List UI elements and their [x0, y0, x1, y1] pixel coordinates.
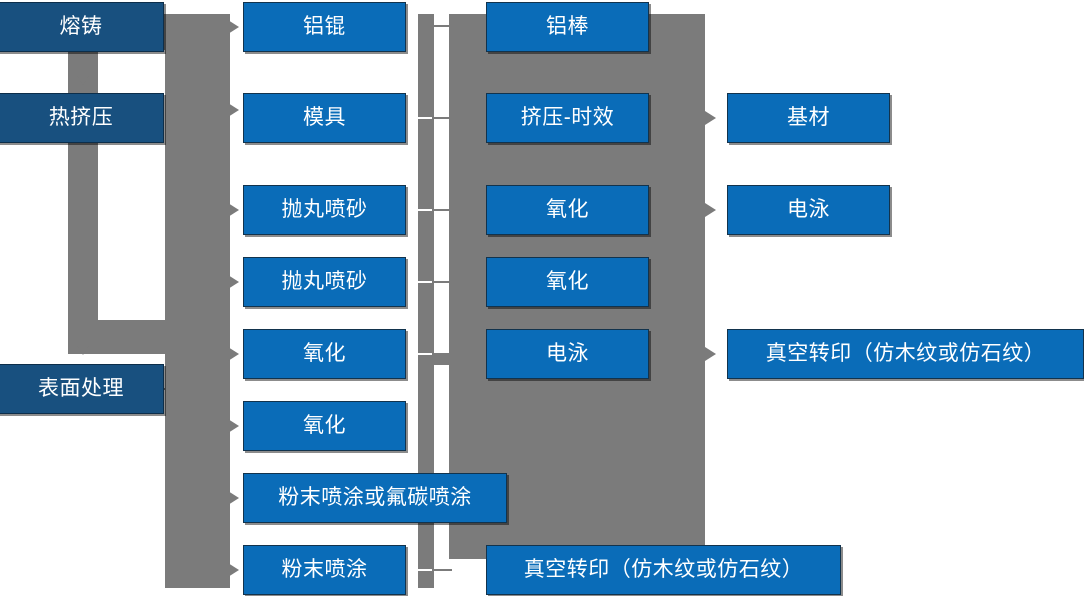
- rail-to-band-stub: [432, 569, 452, 571]
- step-mold[interactable]: 模具: [243, 93, 406, 143]
- rail-notch: [418, 353, 434, 355]
- arrow-right-icon: [705, 111, 716, 125]
- arrow-right-icon: [228, 419, 239, 433]
- rail-notch: [418, 281, 434, 283]
- stage-hot-extrusion[interactable]: 热挤压: [0, 93, 164, 143]
- step-oxidation-3[interactable]: 氧化: [486, 185, 649, 235]
- surface-treatment-stub: [162, 388, 184, 390]
- arrow-right-icon: [705, 203, 716, 217]
- rail-band-bridge: [432, 353, 454, 365]
- step-oxidation-4[interactable]: 氧化: [486, 257, 649, 307]
- arrow-down-icon: [76, 74, 90, 85]
- rail-to-band-stub: [432, 209, 452, 211]
- rail-to-band-stub: [432, 117, 452, 119]
- rail-to-band-stub: [432, 25, 452, 27]
- step-oxidation-1[interactable]: 氧化: [243, 329, 406, 379]
- arrow-right-icon: [228, 347, 239, 361]
- step-aluminum-bar[interactable]: 铝棒: [486, 2, 649, 52]
- input-band-bottom-lead: [98, 320, 178, 354]
- step-electrophoresis-2[interactable]: 电泳: [727, 185, 890, 235]
- step-base-material[interactable]: 基材: [727, 93, 890, 143]
- arrow-right-icon: [228, 563, 239, 577]
- stage-surface-treatment[interactable]: 表面处理: [0, 364, 164, 414]
- rail-notch: [418, 569, 434, 571]
- arrow-right-icon: [228, 203, 239, 217]
- process-left-rail: [418, 14, 434, 588]
- step-shot-blasting-1[interactable]: 抛丸喷砂: [243, 185, 406, 235]
- arrow-right-icon: [228, 275, 239, 289]
- input-fanout-band: [165, 14, 230, 588]
- arrow-down-icon: [76, 344, 90, 355]
- arrow-right-icon: [228, 20, 239, 34]
- step-powder-spray[interactable]: 粉末喷涂: [243, 545, 406, 595]
- rail-to-band-stub: [432, 281, 452, 283]
- rail-notch: [418, 117, 434, 119]
- step-aluminum-ingot[interactable]: 铝锟: [243, 2, 406, 52]
- arrow-right-icon: [228, 491, 239, 505]
- step-vacuum-transfer-print-1[interactable]: 真空转印（仿木纹或仿石纹）: [486, 545, 841, 595]
- arrow-right-icon: [228, 103, 239, 117]
- stage-melting-casting[interactable]: 熔铸: [0, 2, 164, 52]
- rail-to-band-stub: [432, 353, 452, 355]
- step-oxidation-2[interactable]: 氧化: [243, 401, 406, 451]
- arrow-right-icon: [705, 347, 716, 361]
- step-vacuum-transfer-print-2[interactable]: 真空转印（仿木纹或仿石纹）: [727, 329, 1084, 379]
- step-shot-blasting-2[interactable]: 抛丸喷砂: [243, 257, 406, 307]
- step-electrophoresis-1[interactable]: 电泳: [486, 329, 649, 379]
- step-powder-or-fluorocarbon-spray[interactable]: 粉末喷涂或氟碳喷涂: [243, 473, 507, 523]
- rail-notch: [418, 209, 434, 211]
- step-extrusion-aging[interactable]: 挤压-时效: [486, 93, 649, 143]
